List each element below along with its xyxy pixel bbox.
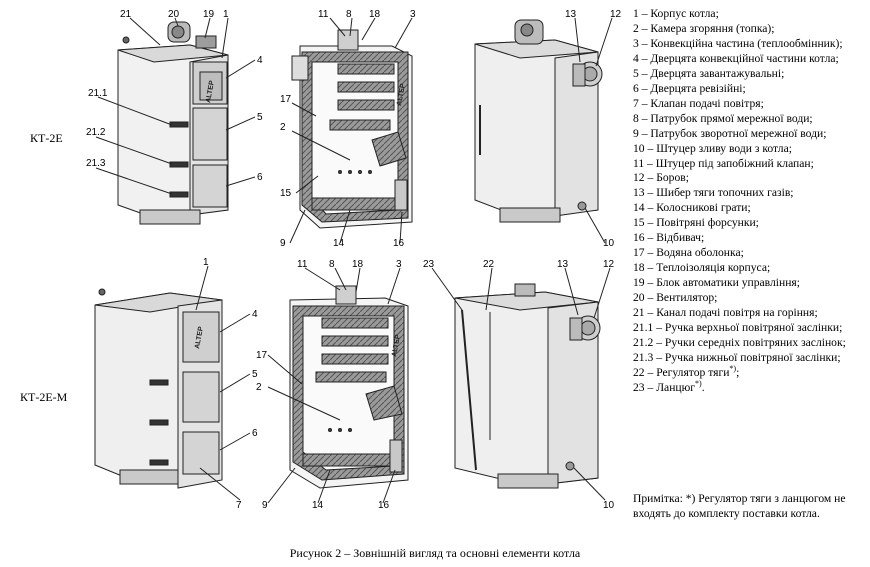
callout-top-section: 2 <box>280 122 286 133</box>
boiler-drawings-svg: ALTEP ALTEP ALTEP ALTEP 2120191421.1521.… <box>86 9 622 511</box>
callout-top-front: 21 <box>120 9 132 20</box>
legend-item: 8 – Патрубок прямої мережної води; <box>633 111 813 125</box>
row-label-top: КТ-2Е <box>30 131 63 145</box>
callout-top-section: 18 <box>369 9 381 20</box>
callout-bottom-section: 3 <box>396 259 402 270</box>
row-label-bottom: КТ-2Е-М <box>20 390 68 404</box>
bottom-back-boiler <box>431 267 611 501</box>
callout-bottom-section: 16 <box>378 500 390 511</box>
legend-item: 22 – Регулятор тяги*); <box>633 364 740 379</box>
legend-asterisk: *) <box>695 378 702 388</box>
callout-top-front: 1 <box>223 9 229 20</box>
top-back-boiler <box>474 17 613 244</box>
legend-item: 21.2 – Ручки середніх повітряних засліно… <box>633 335 846 349</box>
callout-bottom-back: 23 <box>423 259 435 270</box>
callout-bottom-front: 6 <box>252 428 258 439</box>
callout-bottom-section: 2 <box>256 382 262 393</box>
legend-item: 21 – Канал подачі повітря на горіння; <box>633 306 818 320</box>
callout-bottom-front: 4 <box>252 309 258 320</box>
legend-item: 5 – Дверцята завантажувальні; <box>633 66 785 80</box>
door-logo-bottom-section: ALTEP <box>391 334 402 358</box>
callout-bottom-back: 12 <box>603 259 615 270</box>
legend-item: 2 – Камера згоряння (топка); <box>633 21 775 35</box>
callout-bottom-back: 13 <box>557 259 569 270</box>
legend-item: 7 – Клапан подачі повітря; <box>633 96 764 110</box>
callout-bottom-section: 8 <box>329 259 335 270</box>
legend-item: 12 – Боров; <box>633 171 689 185</box>
callout-top-back: 13 <box>565 9 577 20</box>
callout-top-front: 21.1 <box>88 88 108 99</box>
legend-item-end: ; <box>736 365 740 379</box>
door-logo-top-section: ALTEP <box>396 83 407 107</box>
callout-bottom-back: 10 <box>603 500 615 511</box>
legend-item: 21.1 – Ручка верхньої повітряної заслінк… <box>633 321 843 335</box>
callout-top-section: 17 <box>280 94 292 105</box>
callout-top-front: 5 <box>257 112 263 123</box>
legend-item: 15 – Повітряні форсунки; <box>633 216 759 230</box>
legend-item: 1 – Корпус котла; <box>633 7 719 20</box>
callout-top-front: 20 <box>168 9 180 20</box>
door-logo-top-front: ALTEP <box>205 80 216 104</box>
legend-item: 23 – Ланцюг*). <box>633 378 705 394</box>
figure-caption: Рисунок 2 – Зовнішній вигляд та основні … <box>289 546 581 560</box>
legend-item: 21.3 – Ручка нижньої повітряної заслінки… <box>633 350 841 364</box>
callout-bottom-section: 11 <box>297 259 308 270</box>
parts-legend: 1 – Корпус котла;2 – Камера згоряння (то… <box>633 7 865 396</box>
callout-top-section: 11 <box>318 9 329 20</box>
callout-top-section: 8 <box>346 9 352 20</box>
legend-item: 13 – Шибер тяги топочних газів; <box>633 186 794 200</box>
legend-item-end: . <box>701 380 705 394</box>
callout-top-front: 19 <box>203 9 215 20</box>
legend-item: 20 – Вентилятор; <box>633 291 718 305</box>
door-logos: ALTEP ALTEP ALTEP ALTEP <box>194 80 407 358</box>
legend-item: 9 – Патрубок зворотної мережної води; <box>633 126 827 140</box>
legend-item: 19 – Блок автоматики управління; <box>633 276 800 290</box>
callout-bottom-front: 1 <box>203 257 209 268</box>
legend-item: 17 – Водяна оболонка; <box>633 246 744 260</box>
callout-bottom-section: 9 <box>262 500 268 511</box>
legend-item: 6 – Дверцята ревізійні; <box>633 81 746 95</box>
callout-bottom-section: 17 <box>256 350 268 361</box>
callout-top-front: 21.3 <box>86 158 106 169</box>
legend-item: 14 – Колосникові грати; <box>633 201 751 215</box>
callout-top-back: 10 <box>603 238 615 249</box>
bottom-section-boiler <box>267 267 409 504</box>
legend-asterisk: *) <box>729 364 737 374</box>
legend-item: 16 – Відбивач; <box>633 231 705 245</box>
callout-bottom-section: 18 <box>352 259 364 270</box>
legend-item: 10 – Штуцер зливу води з котла; <box>633 141 792 155</box>
legend-item: 18 – Теплоізоляція корпуса; <box>633 261 771 275</box>
callout-top-section: 9 <box>280 238 286 249</box>
top-section-boiler <box>289 17 413 244</box>
callout-top-section: 3 <box>410 9 416 20</box>
callout-bottom-front: 5 <box>252 369 258 380</box>
legend-item: 4 – Дверцята конвекційної частини котла; <box>633 51 839 65</box>
door-logo-bottom-front: ALTEP <box>194 326 205 350</box>
top-front-boiler <box>95 17 256 225</box>
callout-bottom-section: 14 <box>312 500 324 511</box>
callout-top-section: 14 <box>333 238 345 249</box>
callout-top-back: 12 <box>610 9 622 20</box>
callout-bottom-front: 7 <box>236 500 242 511</box>
legend-item: 11 – Штуцер під запобіжний клапан; <box>633 156 814 170</box>
callout-top-front: 6 <box>257 172 263 183</box>
bottom-front-boiler <box>94 265 251 501</box>
callout-bottom-back: 22 <box>483 259 495 270</box>
callout-top-section: 16 <box>393 238 405 249</box>
callout-top-section: 15 <box>280 188 292 199</box>
callout-top-front: 21.2 <box>86 127 106 138</box>
legend-item: 3 – Конвекційна частина (теплообмінник); <box>633 36 843 50</box>
callout-top-front: 4 <box>257 55 263 66</box>
legend-note: Примітка: *) Регулятор тяги з ланцюгом н… <box>633 492 846 520</box>
